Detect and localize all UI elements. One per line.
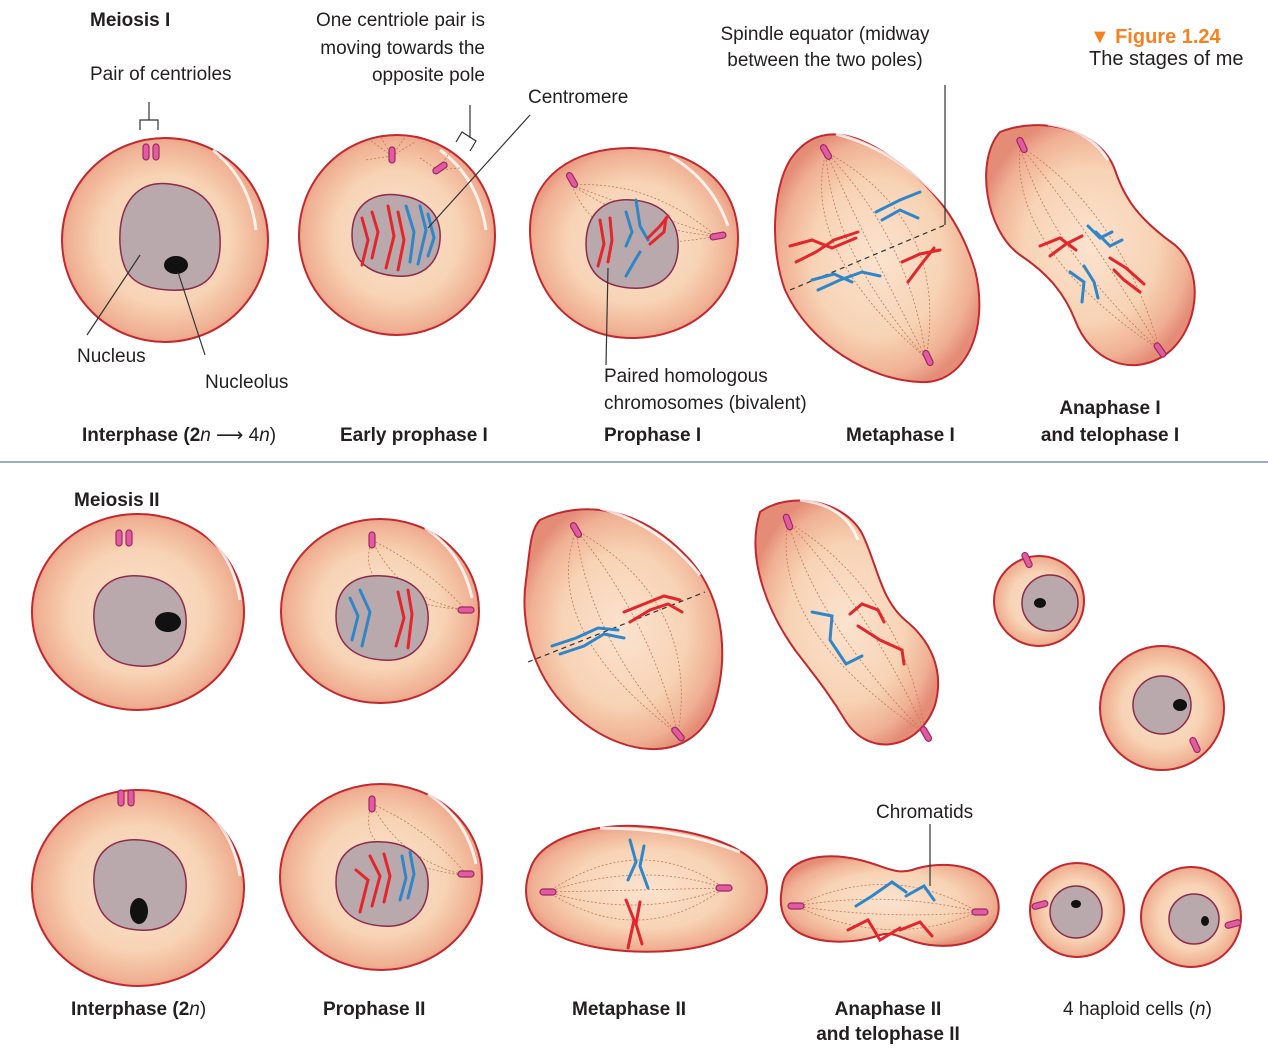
cell-anaphase-1 — [986, 124, 1195, 365]
figure-title: Figure 1.24 — [1115, 26, 1221, 48]
cell-interphase-2-row2 — [32, 790, 244, 986]
label-bivalent-1: Paired homologous — [604, 364, 768, 390]
label-bivalent-2: chromosomes (bivalent) — [604, 391, 807, 417]
nucleus — [586, 200, 678, 288]
haploid-cells-row1 — [994, 551, 1224, 770]
nucleus — [120, 184, 220, 291]
cell-interphase-1 — [62, 138, 268, 342]
stage-prophase-2: Prophase II — [323, 997, 425, 1023]
cell-prophase-1 — [530, 148, 738, 338]
stage-metaphase-2: Metaphase II — [572, 997, 686, 1023]
label-pair-of-centrioles: Pair of centrioles — [90, 62, 232, 88]
meiosis-1-heading: Meiosis I — [90, 8, 170, 34]
stage-anaphase-2-line2: and telophase II — [788, 1022, 988, 1048]
cell-early-prophase-1 — [299, 135, 495, 335]
stage-anaphase-2-line1: Anaphase II — [788, 997, 988, 1023]
stage-prophase-1: Prophase I — [604, 423, 701, 449]
meiosis-2-heading: Meiosis II — [74, 488, 160, 514]
label-moving-pair-2: moving towards the — [260, 36, 485, 62]
stage-early-prophase-1: Early prophase I — [340, 423, 488, 449]
cell-anaphase-2-row1 — [755, 500, 938, 744]
label-centromere: Centromere — [528, 85, 628, 111]
stage-haploid-cells: 4 haploid cells (n) — [1063, 997, 1212, 1023]
stage-interphase-1: Interphase (2n ⟶ 4n) — [82, 423, 276, 449]
haploid-cells-row2 — [1030, 863, 1242, 967]
label-spindle-equator-1: Spindle equator (midway — [690, 22, 960, 48]
label-spindle-equator-2: between the two poles) — [690, 48, 960, 74]
label-moving-pair-3: opposite pole — [260, 63, 485, 89]
nucleolus — [164, 256, 188, 274]
cell-metaphase-1 — [775, 134, 979, 382]
label-chromatids: Chromatids — [876, 800, 973, 826]
centriole — [389, 147, 395, 163]
cell-metaphase-2-row2 — [526, 826, 767, 952]
cell-metaphase-2-row1 — [524, 508, 722, 749]
figure-caption: The stages of me — [1089, 46, 1244, 72]
stage-metaphase-1: Metaphase I — [846, 423, 955, 449]
stage-anaphase-1-line2: and telophase I — [1010, 423, 1210, 449]
figure-marker: ▼ — [1090, 26, 1110, 48]
cell-prophase-2-row2 — [280, 784, 482, 970]
stage-anaphase-1-line1: Anaphase I — [1010, 396, 1210, 422]
label-moving-pair-1: One centriole pair is — [260, 8, 485, 34]
stage-interphase-2: Interphase (2n) — [71, 997, 206, 1023]
label-nucleus: Nucleus — [77, 344, 146, 370]
cell-interphase-2-row1 — [32, 514, 244, 710]
cell-anaphase-2-row2 — [781, 856, 999, 946]
label-nucleolus: Nucleolus — [205, 370, 288, 396]
cell-prophase-2-row1 — [281, 519, 479, 703]
